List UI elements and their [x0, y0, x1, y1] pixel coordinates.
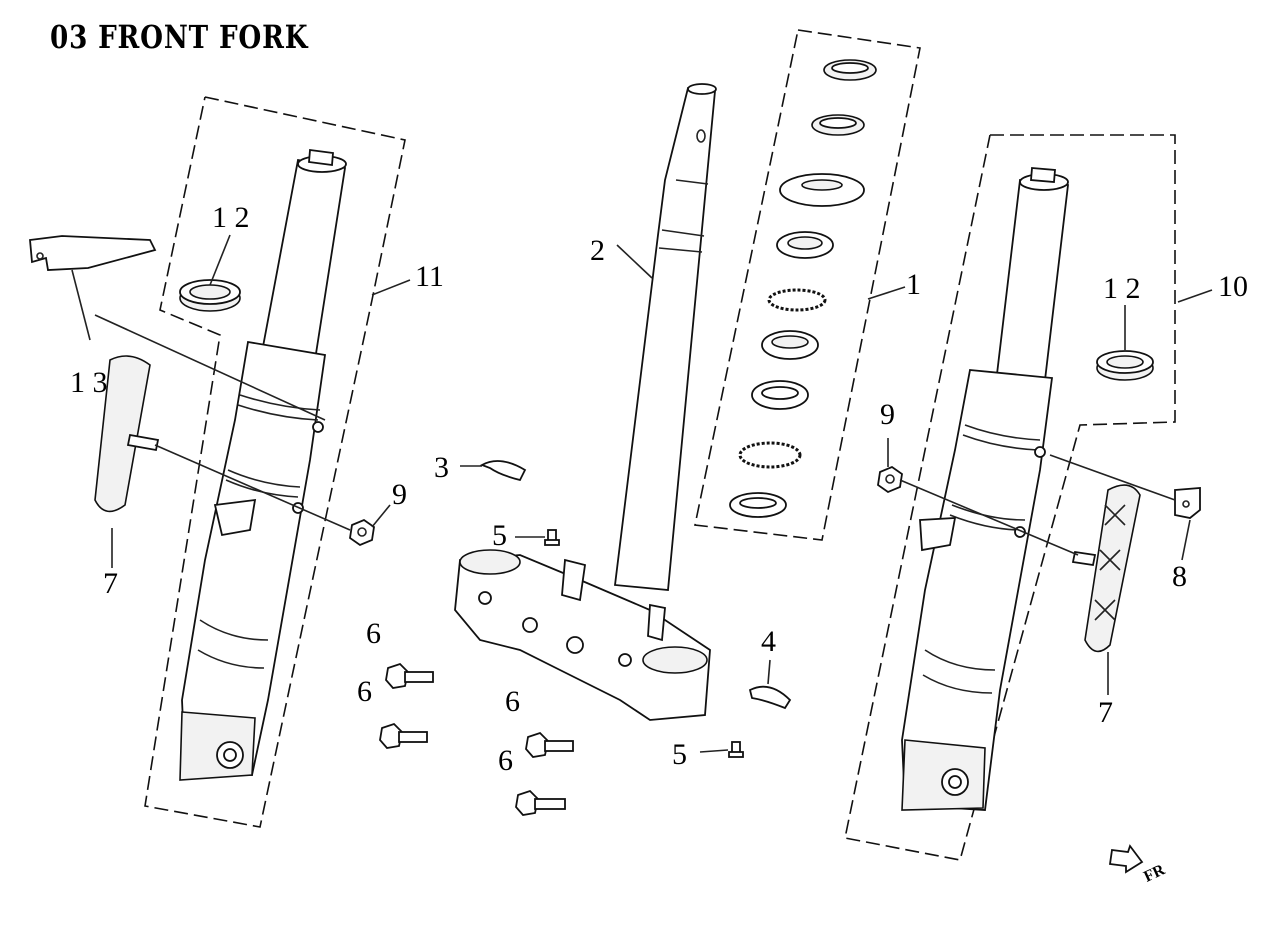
left-nut	[349, 518, 375, 547]
bearing-parts	[729, 59, 877, 518]
bearing-set-boundary	[694, 29, 921, 541]
callout-9-right: 9	[880, 398, 895, 431]
bolt-6-c	[525, 731, 574, 758]
clip-3	[479, 460, 527, 482]
left-fork-tube	[179, 148, 347, 781]
callout-7-right: 7	[1098, 696, 1113, 729]
right-fork-group	[844, 134, 1201, 861]
right-reflector	[1071, 484, 1141, 653]
left-bracket	[29, 235, 157, 271]
steering-stem	[613, 83, 717, 591]
callout-1: 1	[906, 268, 921, 301]
callout-6-b: 6	[357, 675, 372, 708]
callout-10: 10	[1218, 270, 1248, 303]
direction-arrow-icon	[1108, 844, 1144, 874]
callout-11: 11	[415, 260, 444, 293]
right-oil-seal	[1096, 350, 1154, 381]
right-fork-tube	[901, 167, 1070, 811]
bearing-set-group	[694, 29, 921, 541]
callout-12-left: 1 2	[212, 201, 250, 234]
callout-9-left: 9	[392, 478, 407, 511]
left-fork-group	[29, 96, 406, 828]
right-clamp	[1174, 487, 1201, 519]
callout-8: 8	[1172, 560, 1187, 593]
callout-13: 1 3	[70, 366, 108, 399]
callout-4: 4	[761, 625, 776, 658]
callout-6-a: 6	[366, 617, 381, 650]
screw-5-top	[544, 529, 560, 546]
callout-6-d: 6	[498, 744, 513, 777]
triple-clamp	[454, 549, 711, 721]
right-fork-boundary	[844, 134, 1176, 861]
left-reflector	[94, 355, 160, 513]
bolt-6-b	[379, 722, 428, 749]
callout-3: 3	[434, 451, 449, 484]
callout-6-c: 6	[505, 685, 520, 718]
left-oil-seal	[179, 279, 241, 312]
bolt-6-d	[515, 789, 566, 816]
callout-5-bottom: 5	[672, 738, 687, 771]
callout-7-left: 7	[103, 567, 118, 600]
callout-5-top: 5	[492, 519, 507, 552]
clip-4	[748, 685, 792, 710]
callout-2: 2	[590, 234, 605, 267]
callout-12-right: 1 2	[1103, 272, 1141, 305]
leader-lines	[71, 234, 1213, 753]
right-nut	[877, 465, 903, 494]
page-title: 03 FRONT FORK	[50, 18, 309, 56]
bolt-6-a	[385, 662, 434, 689]
screw-5-bottom	[728, 741, 744, 758]
left-fork-boundary	[144, 96, 406, 828]
